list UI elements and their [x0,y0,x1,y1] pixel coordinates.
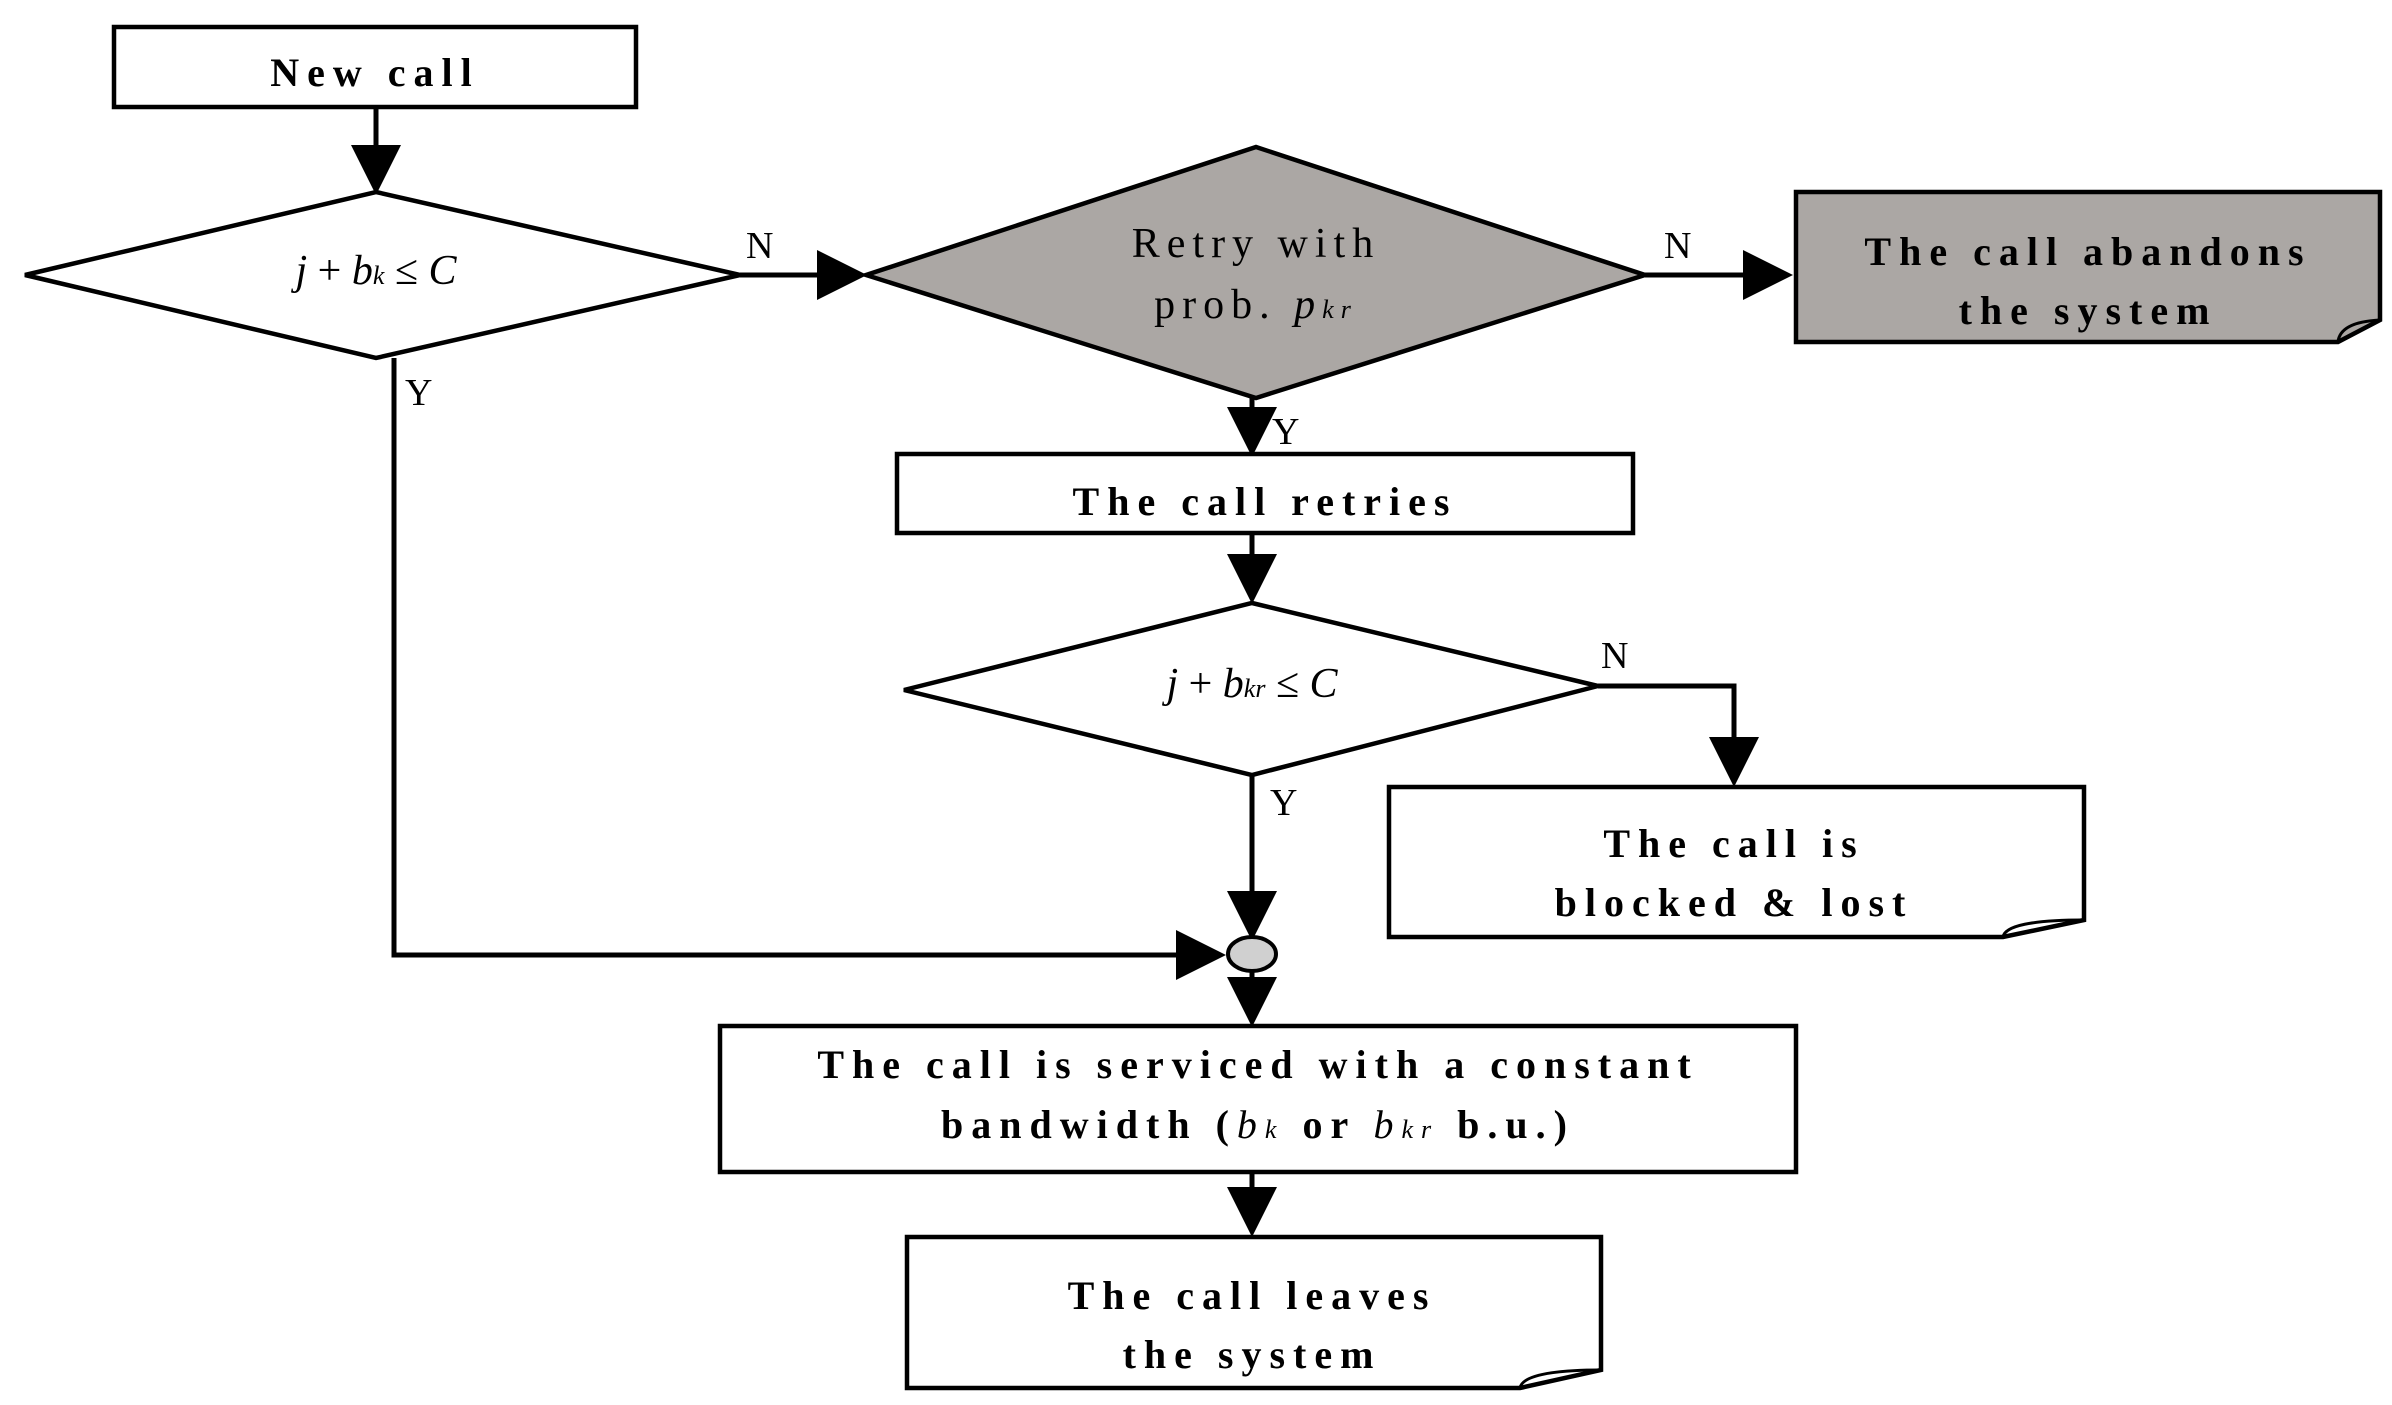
decision-capacity-check-initial: j + bk ≤ C [24,189,741,361]
abandon-label-line2: the system [1959,288,2218,333]
serviced-label-line1: The call is serviced with a constant [817,1042,1698,1087]
cond1-label: j + bk ≤ C [291,248,458,294]
blocked-label-line2: blocked & lost [1555,880,1914,925]
edges [351,107,1793,1237]
cond1-no-label: N [746,225,773,267]
decision-capacity-check-retry: j + bkr ≤ C [903,600,1599,778]
leaves-label-line2: the system [1123,1332,1382,1377]
node-call-retries: The call retries [894,451,1636,536]
node-new-call: New call [111,24,639,110]
cond2-label: j + bkr ≤ C [1161,661,1338,707]
retry-no-label: N [1664,225,1691,267]
retry-yes-label: Y [1272,411,1299,453]
cond2-no-label: N [1601,635,1628,677]
cond2-yes-label: Y [1270,782,1297,824]
node-call-blocked: The call is blocked & lost [1386,784,2087,940]
edge-cond1-yes-to-junction [391,358,1226,980]
blocked-label-line1: The call is [1603,821,1864,866]
serviced-label-line2: bandwidth (bk or bkr b.u.) [941,1102,1575,1147]
node-call-serviced: The call is serviced with a constant ban… [717,1023,1799,1175]
node-call-leaves: The call leaves the system [904,1234,1604,1391]
retry-label-line1: Retry with [1132,221,1380,267]
leaves-label-line1: The call leaves [1068,1273,1437,1318]
edge-cond2-no-to-blocked [1598,683,1759,787]
cond1-yes-label: Y [405,372,432,414]
retries-label: The call retries [1073,479,1458,524]
abandon-label-line1: The call abandons [1864,229,2311,274]
junction-node [1226,935,1278,973]
new-call-label: New call [270,50,480,95]
decision-retry: Retry with prob. pkr [858,144,1653,401]
retry-label-line2: prob. pkr [1154,282,1358,328]
node-call-abandons: The call abandons the system [1793,189,2383,345]
